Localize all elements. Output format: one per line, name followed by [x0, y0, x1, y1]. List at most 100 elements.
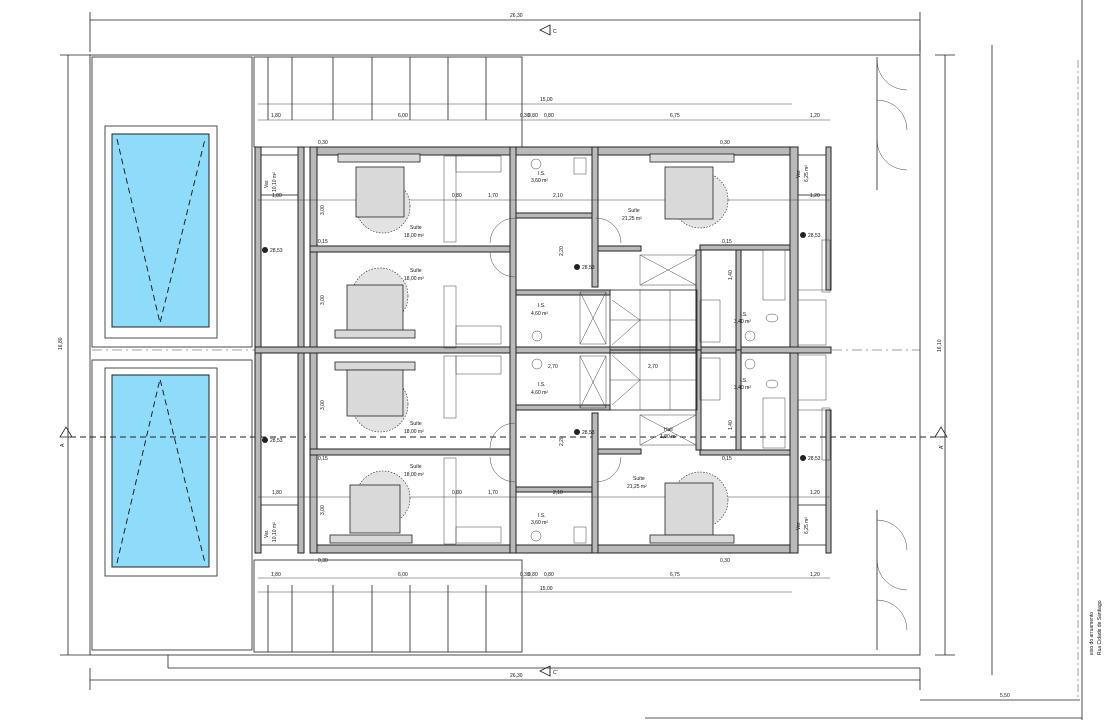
- room-hall: Hall: [664, 427, 673, 433]
- room-is-4-area: 4,60 m²: [531, 390, 548, 396]
- level-3: 28,53: [582, 265, 595, 271]
- room-suite-2: Suíte: [410, 268, 422, 274]
- svg-text:0,30: 0,30: [520, 113, 530, 119]
- room-suite-6-area: 21,25 m²: [627, 484, 647, 490]
- svg-text:0,80: 0,80: [544, 113, 554, 119]
- room-suite-6: Suíte: [633, 476, 645, 482]
- svg-text:1,20: 1,20: [810, 113, 820, 119]
- room-suite-4-area: 18,00 m²: [404, 472, 424, 478]
- svg-text:0,80: 0,80: [528, 113, 538, 119]
- svg-text:0,30: 0,30: [720, 140, 730, 146]
- room-labels: Suíte 18,00 m² Suíte 18,00 m² Suíte 18,0…: [264, 165, 810, 542]
- svg-text:0,80: 0,80: [452, 490, 462, 496]
- room-is-3: I.S.: [538, 303, 546, 309]
- room-is-6: I.S.: [740, 378, 748, 384]
- room-suite-1-area: 18,00 m²: [404, 233, 424, 239]
- level-markers: 28,53 28,53 28,53 28,53 28,53 28,53: [262, 232, 821, 462]
- svg-text:0,30: 0,30: [318, 140, 328, 146]
- room-var-1: Var.: [264, 179, 270, 188]
- street-axis-label: eixo do arruamento: [1089, 612, 1095, 655]
- svg-text:C': C': [553, 670, 558, 676]
- street-name-label: Rua Cidade de Santiago: [1097, 600, 1103, 655]
- room-is-5-area: 3,40 m²: [734, 319, 751, 325]
- level-2: 28,53: [270, 438, 283, 444]
- room-var-2-area: 10,10 m²: [272, 522, 278, 542]
- svg-text:1,20: 1,20: [810, 490, 820, 496]
- section-mark-left: A: [59, 426, 73, 447]
- pool-bottom: [91, 359, 253, 651]
- svg-text:1,80: 1,80: [271, 113, 281, 119]
- room-dim-lines: 1,80 1,70 0,80 2,10 1,20 1,80 1,70 0,80 …: [258, 140, 830, 564]
- svg-text:15,00: 15,00: [540, 97, 553, 103]
- svg-text:1,40: 1,40: [728, 270, 734, 280]
- pergola-top: [253, 56, 523, 148]
- var-left-bottom: [260, 504, 299, 546]
- svg-text:1,80: 1,80: [271, 572, 281, 578]
- level-1: 28,53: [270, 248, 283, 254]
- level-6: 28,53: [808, 456, 821, 462]
- room-is-3-area: 4,60 m²: [531, 311, 548, 317]
- svg-text:0,15: 0,15: [722, 456, 732, 462]
- outer-dimensions: 26,30 26,30 5,50 16,80 16,10: [58, 12, 1080, 701]
- svg-text:0,80: 0,80: [544, 572, 554, 578]
- svg-text:A: A: [60, 443, 66, 447]
- svg-text:0,80: 0,80: [528, 572, 538, 578]
- room-suite-5: Suíte: [628, 208, 640, 214]
- room-suite-3-area: 18,00 m²: [404, 429, 424, 435]
- dim-overall-bottom: 26,30: [510, 673, 523, 679]
- room-var-2: Var.: [264, 529, 270, 538]
- room-suite-1: Suíte: [410, 225, 422, 231]
- svg-text:1,70: 1,70: [488, 490, 498, 496]
- svg-text:C: C: [553, 29, 557, 35]
- room-suite-5-area: 21,25 m²: [622, 216, 642, 222]
- dim-depth-right: 16,10: [937, 339, 943, 352]
- svg-text:3,00: 3,00: [320, 205, 326, 215]
- svg-text:0,80: 0,80: [452, 193, 462, 199]
- room-is-1-area: 3,60 m²: [531, 178, 548, 184]
- dim-overall-top: 26,30: [510, 13, 523, 19]
- svg-text:2,10: 2,10: [553, 193, 563, 199]
- room-is-6-area: 3,40 m²: [734, 385, 751, 391]
- right-windows: [797, 239, 831, 461]
- doors: [489, 57, 908, 650]
- svg-text:6,00: 6,00: [398, 113, 408, 119]
- dim-street-offset: 5,50: [1000, 693, 1010, 699]
- svg-text:2,70: 2,70: [548, 364, 558, 370]
- svg-text:2,10: 2,10: [553, 490, 563, 496]
- room-var-4-area: 6,25 m²: [804, 517, 810, 534]
- svg-text:0,30: 0,30: [318, 558, 328, 564]
- plot-boundary: [89, 54, 921, 656]
- pool-top: [91, 56, 253, 348]
- inner-dimensions-top: 15,00 1,80 6,00 0,30 0,80 0,80 6,75 1,20: [258, 97, 830, 121]
- svg-text:1,70: 1,70: [488, 193, 498, 199]
- building-walls: [254, 146, 832, 554]
- room-is-4: I.S.: [538, 382, 546, 388]
- var-right-top: [797, 154, 827, 196]
- section-mark-right: A': [934, 426, 948, 449]
- svg-text:0,30: 0,30: [520, 572, 530, 578]
- level-4: 28,53: [582, 430, 595, 436]
- svg-text:3,00: 3,00: [320, 400, 326, 410]
- suite-furniture: [329, 153, 735, 544]
- svg-text:0,15: 0,15: [722, 239, 732, 245]
- sanitary-fixtures: [530, 157, 779, 544]
- stairs: [579, 254, 721, 446]
- room-var-1-area: 10,10 m²: [272, 172, 278, 192]
- room-var-3-area: 6,25 m²: [804, 165, 810, 182]
- street-axis: eixo do arruamento Rua Cidade de Santiag…: [991, 0, 1103, 720]
- dim-depth-left: 16,80: [58, 337, 64, 350]
- section-mark-top: C: [539, 24, 557, 36]
- closets: [443, 155, 786, 545]
- room-hall-area: 1,80 m²: [660, 434, 677, 440]
- svg-text:6,75: 6,75: [670, 113, 680, 119]
- svg-text:6,00: 6,00: [398, 572, 408, 578]
- svg-text:0,15: 0,15: [318, 456, 328, 462]
- room-is-2: I.S.: [538, 513, 546, 519]
- svg-text:A': A': [939, 445, 945, 449]
- room-var-4: Var.: [796, 521, 802, 530]
- room-is-1: I.S.: [538, 171, 546, 177]
- svg-text:15,00: 15,00: [540, 586, 553, 592]
- section-mark-bottom: C': [539, 665, 558, 677]
- svg-text:2,20: 2,20: [559, 246, 565, 256]
